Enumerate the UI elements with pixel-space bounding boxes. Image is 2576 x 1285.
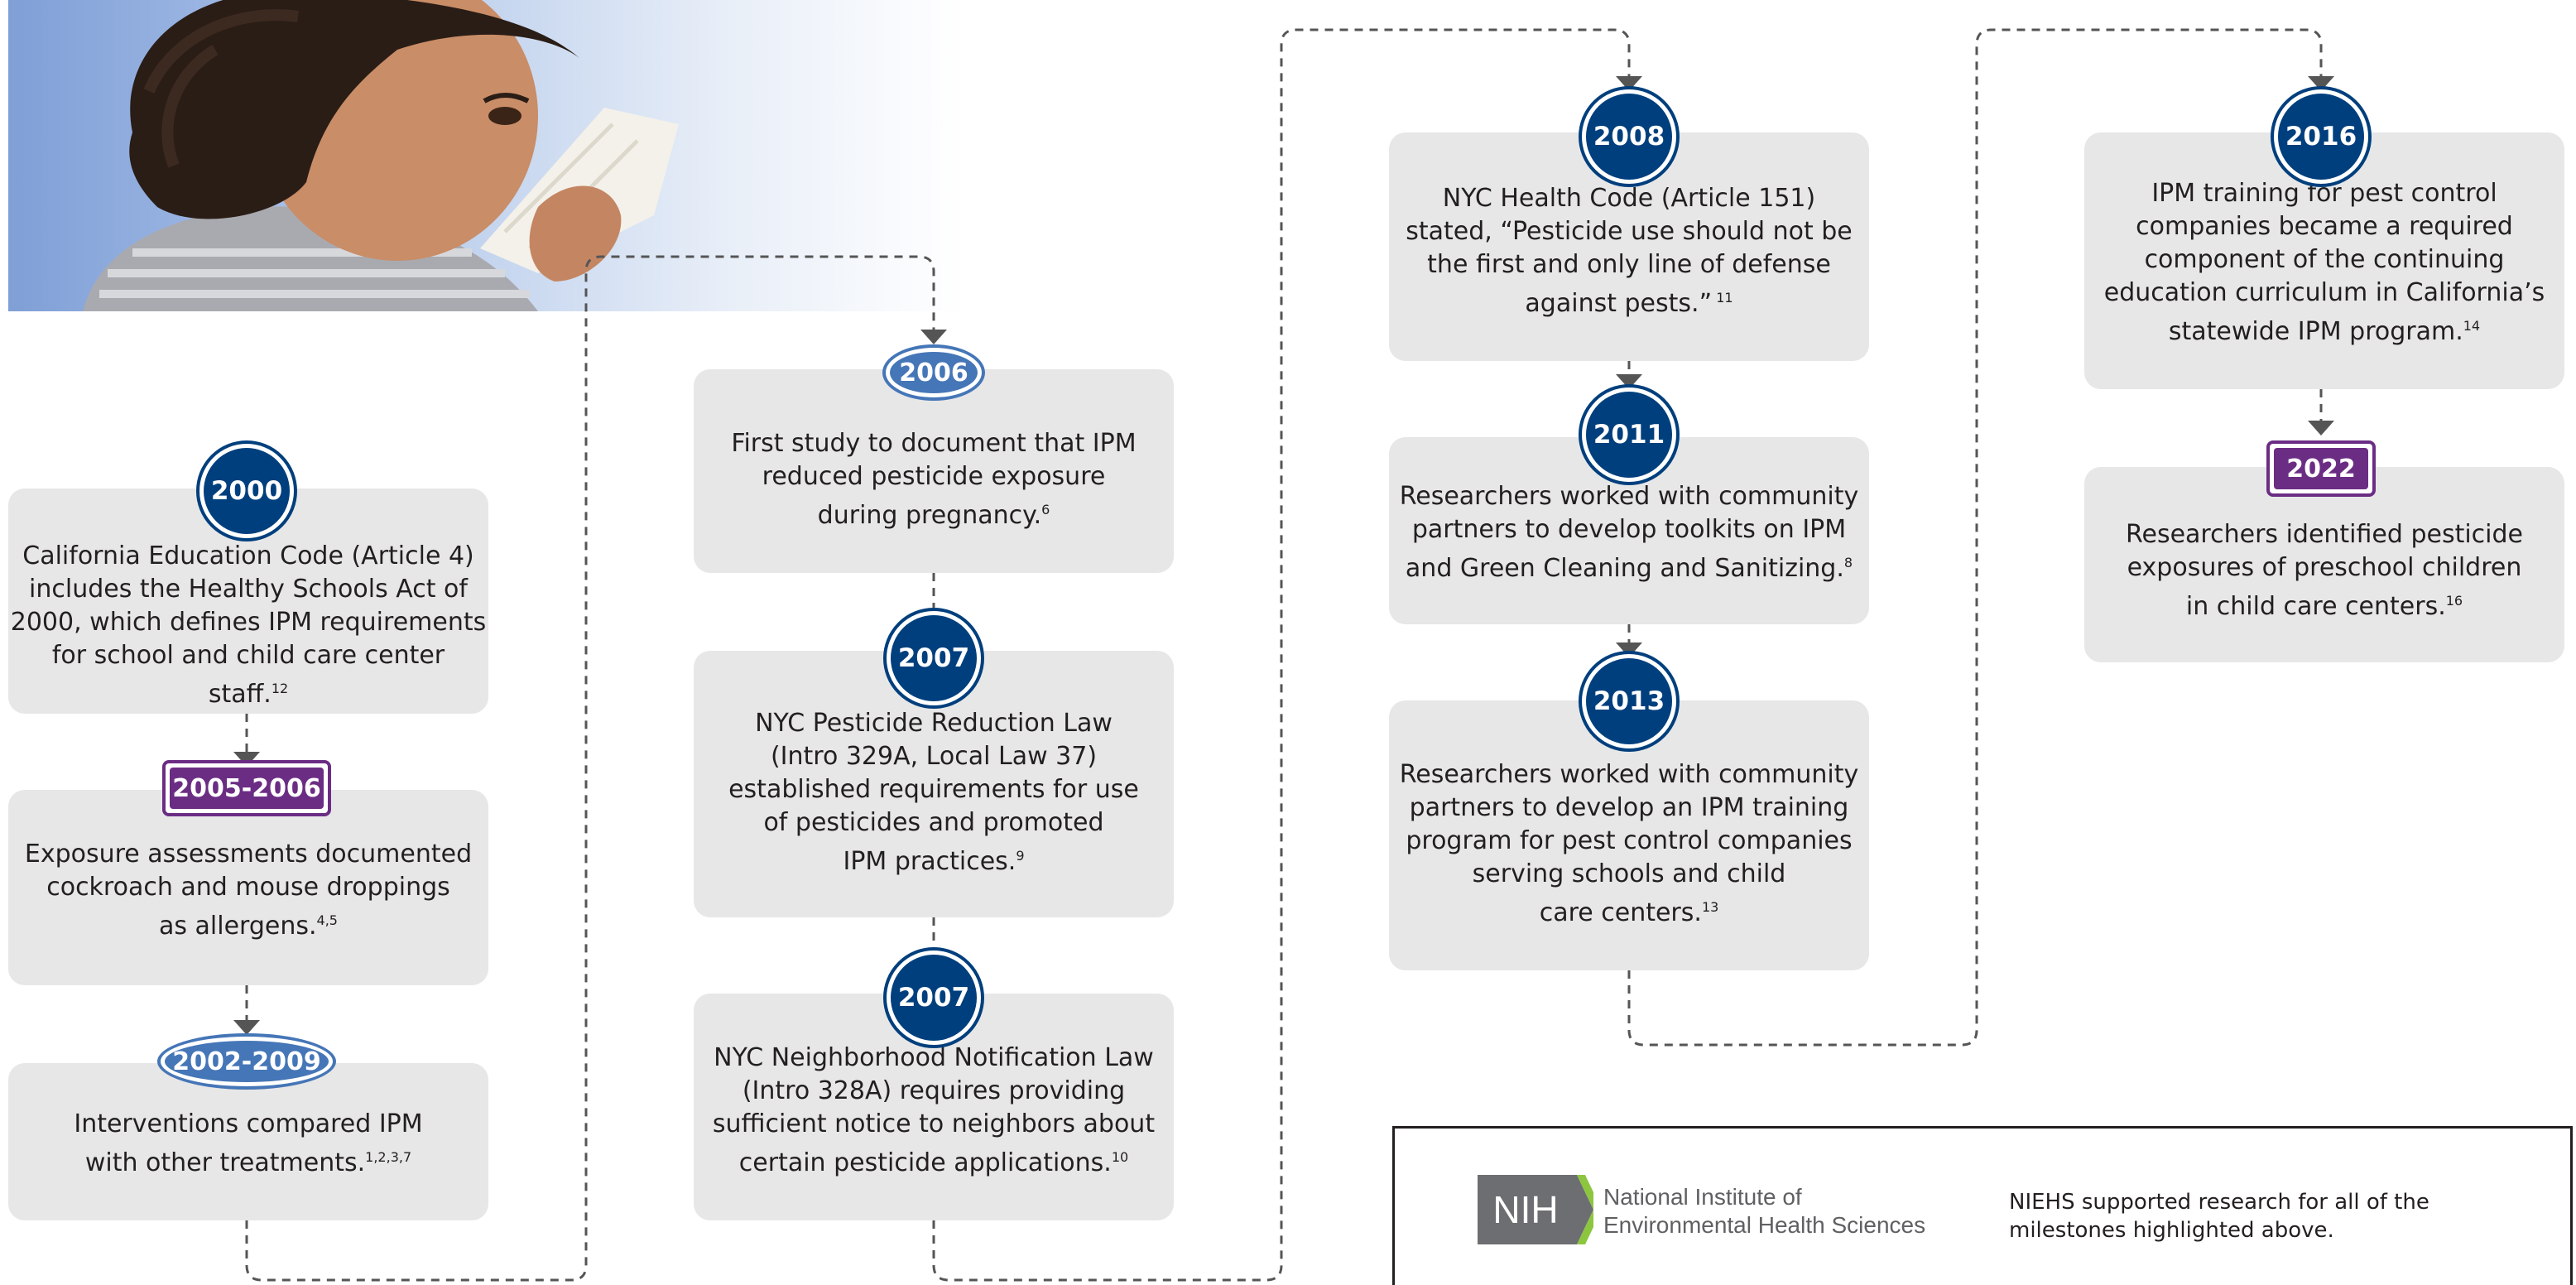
- credit-box: NIH National Institute of Environmental …: [1392, 1126, 2573, 1285]
- year-label: 2006: [890, 352, 978, 393]
- year-label: 2005-2006: [170, 768, 324, 809]
- milestone-card: Researchers worked with community partne…: [1389, 700, 1869, 970]
- milestone-text: Exposure assessments documented cockroac…: [24, 840, 473, 941]
- milestone-text: First study to document that IPM reduced…: [731, 429, 1137, 530]
- year-label: 2002-2009: [165, 1041, 329, 1082]
- milestone-text: California Education Code (Article 4) in…: [10, 541, 487, 709]
- year-badge: 2006: [882, 344, 985, 401]
- year-label: 2013: [1586, 658, 1672, 744]
- credit-note: NIEHS supported research for all of the …: [2009, 1190, 2429, 1243]
- milestone-text: IPM training for pest control companies …: [2103, 179, 2545, 346]
- milestone-text: Researchers identified pesticide exposur…: [2126, 520, 2523, 621]
- year-label: 2022: [2274, 448, 2368, 489]
- year-badge: 2007: [883, 947, 984, 1048]
- year-label: 2016: [2278, 94, 2364, 180]
- milestone-text: Researchers worked with community partne…: [1399, 482, 1859, 583]
- header-photo: [8, 0, 1175, 311]
- milestone-text: NYC Neighborhood Notification Law (Intro…: [712, 1043, 1156, 1177]
- year-badge: 2011: [1579, 384, 1680, 485]
- year-badge: 2022: [2266, 440, 2376, 497]
- milestone-text: NYC Pesticide Reduction Law (Intro 329A,…: [728, 709, 1139, 876]
- year-badge: 2008: [1579, 86, 1680, 187]
- year-label: 2000: [204, 448, 290, 534]
- year-label: 2007: [891, 955, 977, 1041]
- institute-name: National Institute of Environmental Heal…: [1603, 1184, 1926, 1238]
- year-label: 2007: [891, 615, 977, 701]
- year-badge: 2000: [196, 440, 297, 541]
- year-badge: 2016: [2271, 86, 2372, 187]
- milestone-text: Researchers worked with community partne…: [1399, 760, 1859, 927]
- year-label: 2011: [1586, 392, 1672, 478]
- milestone-text: NYC Health Code (Article 151) stated, “P…: [1406, 184, 1853, 318]
- nih-logo: NIH: [1478, 1175, 1593, 1244]
- year-badge: 2013: [1579, 651, 1680, 752]
- year-badge: 2005-2006: [162, 760, 331, 816]
- nih-logo-text: NIH: [1492, 1188, 1558, 1231]
- milestone-card: Researchers identified pesticide exposur…: [2084, 467, 2564, 662]
- milestone-card: Exposure assessments documented cockroac…: [8, 790, 488, 985]
- year-badge: 2007: [883, 608, 984, 709]
- year-label: 2008: [1586, 94, 1672, 180]
- milestone-card: First study to document that IPM reduced…: [694, 369, 1174, 573]
- year-badge: 2002-2009: [157, 1033, 336, 1090]
- milestone-card: Interventions compared IPM with other tr…: [8, 1063, 488, 1220]
- milestone-text: Interventions compared IPM with other tr…: [74, 1109, 423, 1177]
